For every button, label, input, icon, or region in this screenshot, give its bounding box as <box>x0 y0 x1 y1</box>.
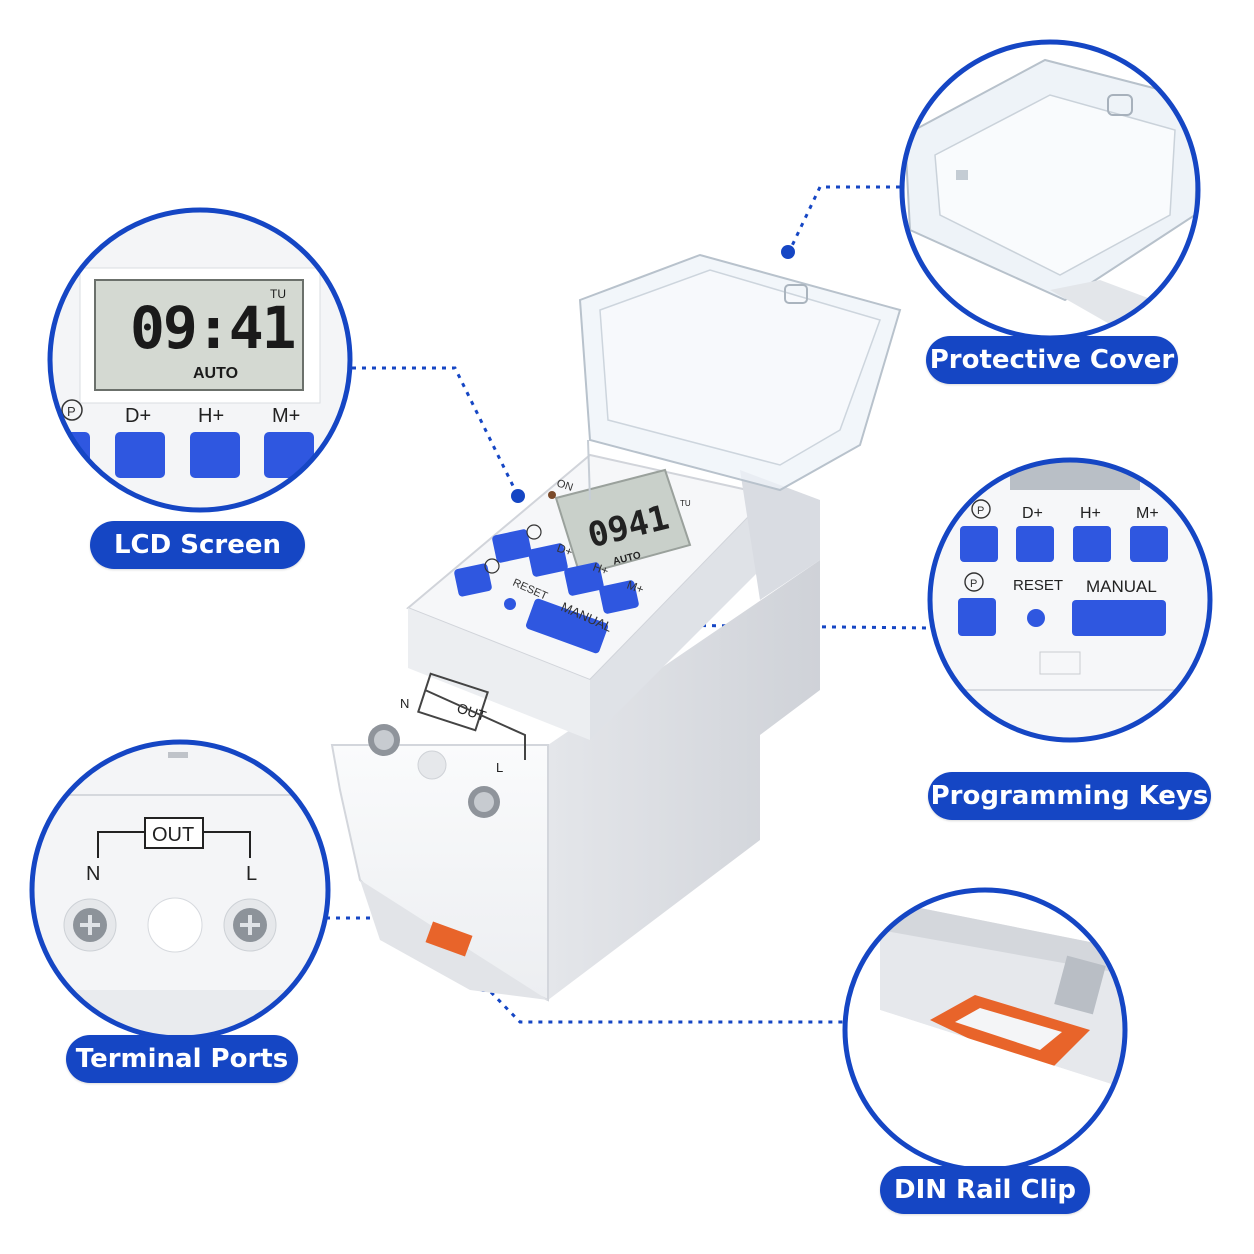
timer-device: 0941 AUTO TU ON D+ H+ M+ RESET MANUAL <box>330 253 902 1002</box>
connector-keys <box>651 623 931 630</box>
device-key-prog <box>492 529 532 563</box>
device-clock-symbol <box>484 558 500 574</box>
device-key-h-label: H+ <box>591 560 611 579</box>
device-key-clock <box>454 563 492 597</box>
connector-lcd <box>352 366 520 497</box>
din-zoom-circle <box>842 887 1128 1173</box>
lcd-zoom-key-h: H+ <box>198 405 224 427</box>
terminals-zoom-out: OUT <box>152 824 194 846</box>
device-lcd-day: TU <box>680 499 691 508</box>
terminals-zoom-circle: OUT N L <box>29 739 331 1041</box>
cover-zoom-circle <box>899 39 1201 341</box>
housing-side <box>548 560 820 1000</box>
device-on-led <box>548 491 556 499</box>
keys-zoom-out: OUT <box>1050 743 1092 765</box>
callout-protective-cover: Protective Cover <box>926 336 1178 384</box>
callout-lcd-screen: LCD Screen <box>90 521 305 569</box>
keys-zoom-manual: MANUAL <box>1086 577 1157 596</box>
keys-zoom-prog-symbol: P <box>977 505 984 517</box>
terminals-zoom-l: L <box>246 863 257 885</box>
device-cover <box>578 253 902 501</box>
keys-zoom-key-h: H+ <box>1080 505 1101 522</box>
lcd-zoom-key-d: D+ <box>125 405 151 427</box>
device-on-label: ON <box>555 477 574 494</box>
device-key-d <box>528 543 568 577</box>
lcd-panel <box>94 279 304 391</box>
device-key-d-label: D+ <box>555 541 575 560</box>
keys-zoom-key-d: D+ <box>1022 505 1043 522</box>
lcd-mode: AUTO <box>193 365 238 382</box>
connector-cover <box>788 185 900 251</box>
device-keys <box>454 529 639 654</box>
device-terminals: OUT N L <box>368 672 526 818</box>
device-key-m-label: M+ <box>625 578 646 597</box>
lcd-zoom-key-m: M+ <box>272 405 300 427</box>
device-reset-hole <box>504 598 516 610</box>
keys-zoom-key-m: M+ <box>1136 505 1159 522</box>
keys-zoom-reset: RESET <box>1013 577 1063 594</box>
lcd-zoom-prog-symbol: P <box>67 404 76 419</box>
device-prog-symbol <box>526 524 542 540</box>
callout-programming-keys: Programming Keys <box>928 772 1211 820</box>
keys-zoom-clock-symbol: P <box>970 578 977 590</box>
device-din-clip <box>425 921 473 957</box>
callout-terminal-ports: Terminal Ports <box>66 1035 298 1083</box>
device-l-label: L <box>496 760 503 775</box>
lcd-time: 09:41 <box>130 294 295 362</box>
device-key-m <box>599 580 639 614</box>
connector-din <box>482 983 846 1024</box>
lcd-day: TU <box>270 287 286 301</box>
keys-zoom-circle: P D+ H+ M+ P RESET MANUAL OUT <box>927 457 1213 765</box>
terminals-zoom-n: N <box>86 863 100 885</box>
device-key-manual <box>526 598 608 654</box>
callout-din-rail-clip: DIN Rail Clip <box>880 1166 1090 1214</box>
device-n-label: N <box>400 696 409 711</box>
lcd-zoom-circle: 09:41 TU AUTO P D+ H+ M+ <box>47 207 353 513</box>
device-key-h <box>564 562 604 596</box>
